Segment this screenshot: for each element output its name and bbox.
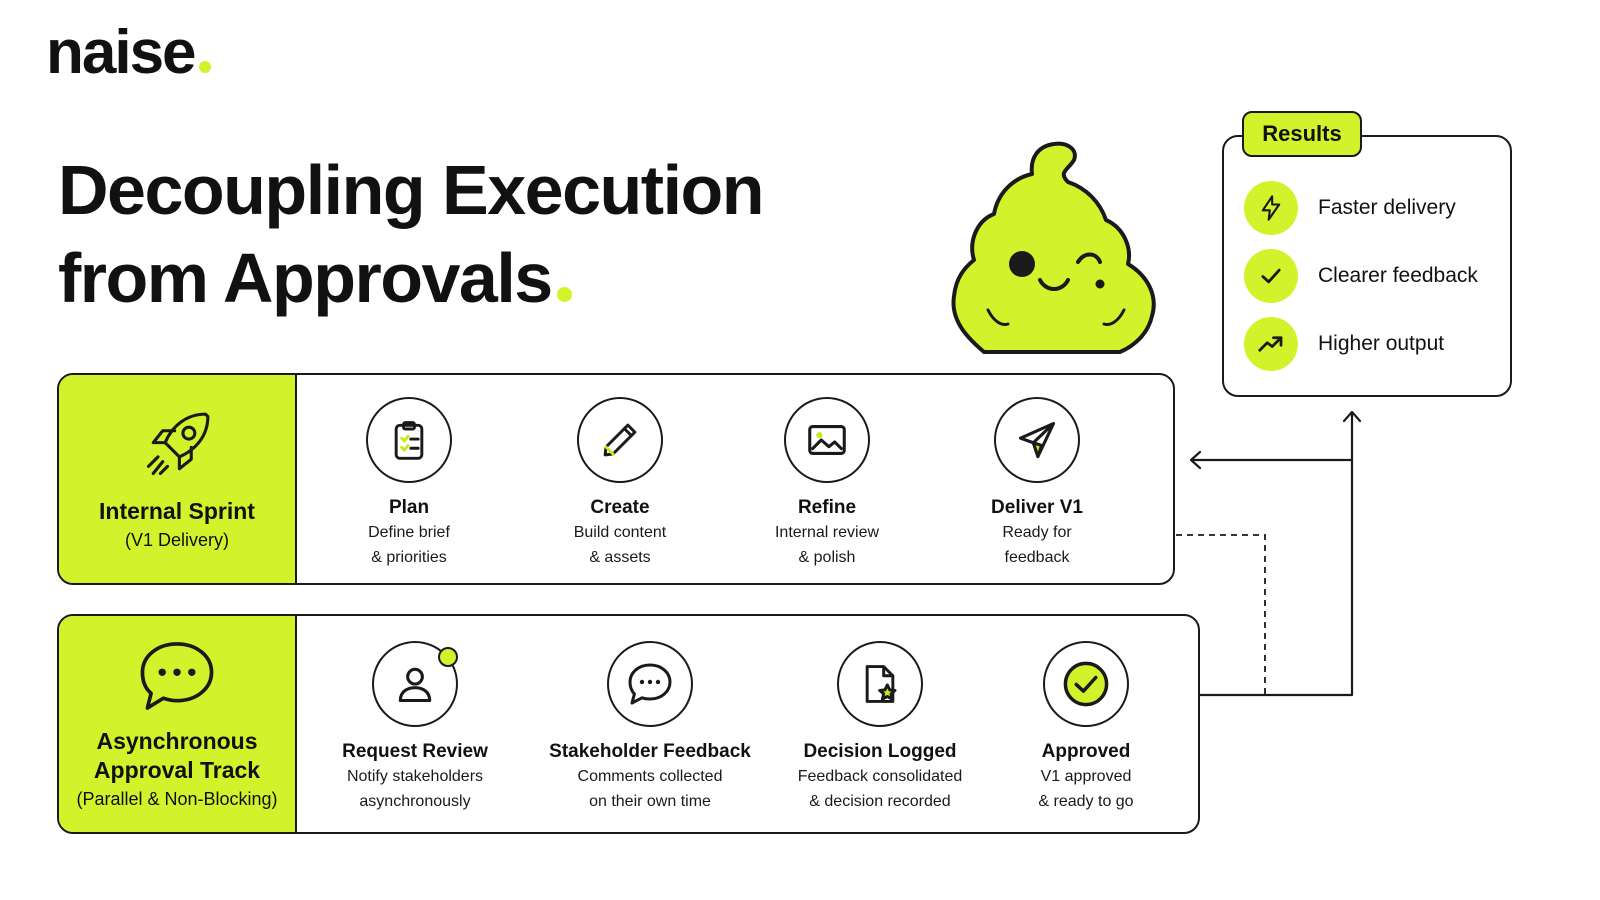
step-refine: Refine Internal review & polish bbox=[727, 397, 927, 569]
internal-sprint-label: Internal Sprint (V1 Delivery) bbox=[59, 375, 297, 583]
paper-plane-icon bbox=[994, 397, 1080, 483]
result-item-faster-delivery: Faster delivery bbox=[1244, 181, 1504, 235]
result-item-clearer-feedback: Clearer feedback bbox=[1244, 249, 1504, 303]
checkmark-icon bbox=[1244, 249, 1298, 303]
pencil-icon bbox=[577, 397, 663, 483]
notification-badge bbox=[438, 647, 458, 667]
results-tab: Results bbox=[1242, 111, 1362, 157]
step-desc-2: & assets bbox=[589, 549, 651, 566]
logo-dot bbox=[198, 61, 211, 73]
step-desc-1: Internal review bbox=[774, 524, 880, 541]
step-title: Create bbox=[590, 497, 650, 518]
mascot-illustration bbox=[951, 141, 1156, 354]
check-circle-icon bbox=[1043, 641, 1129, 727]
rocket-icon bbox=[146, 412, 210, 476]
step-desc-1: Notify stakeholders bbox=[346, 768, 484, 785]
step-desc-2: & priorities bbox=[371, 549, 447, 566]
internal-sprint-track: Internal Sprint (V1 Delivery) Plan Defin… bbox=[57, 373, 1175, 585]
line-approval-to-results bbox=[1198, 411, 1354, 697]
logo-text: naise bbox=[46, 18, 197, 87]
track-name-line-1: Asynchronous bbox=[96, 727, 258, 754]
step-stakeholder-feedback: Stakeholder Feedback Comments collected … bbox=[525, 641, 775, 813]
step-title: Refine bbox=[797, 497, 857, 518]
step-desc-1: Define brief bbox=[368, 524, 450, 541]
result-label: Clearer feedback bbox=[1318, 264, 1478, 287]
image-icon bbox=[784, 397, 870, 483]
step-deliver-v1: Deliver V1 Ready for feedback bbox=[937, 397, 1137, 569]
arrowhead-to-sprint bbox=[1189, 450, 1202, 470]
title-line-1: Decoupling Execution bbox=[58, 151, 765, 229]
step-title: Deliver V1 bbox=[991, 497, 1083, 518]
user-icon bbox=[372, 641, 458, 727]
approval-track-label: Asynchronous Approval Track (Parallel & … bbox=[59, 616, 297, 832]
title-line-2-text: from Approvals bbox=[58, 239, 553, 317]
lightning-icon bbox=[1244, 181, 1298, 235]
step-approved: Approved V1 approved & ready to go bbox=[986, 641, 1186, 813]
step-desc-1: Build content bbox=[573, 524, 667, 541]
approval-track: Asynchronous Approval Track (Parallel & … bbox=[57, 614, 1200, 834]
chat-icon bbox=[607, 641, 693, 727]
chat-bubble-icon bbox=[140, 641, 214, 710]
step-desc-2: feedback bbox=[1004, 549, 1070, 566]
step-desc-2: & polish bbox=[798, 549, 856, 566]
step-title: Request Review bbox=[342, 741, 488, 762]
result-label: Higher output bbox=[1318, 332, 1445, 355]
track-name: Internal Sprint bbox=[99, 498, 255, 524]
step-desc-2: asynchronously bbox=[359, 793, 471, 810]
clipboard-icon bbox=[366, 397, 452, 483]
step-title: Decision Logged bbox=[803, 741, 957, 762]
step-desc-2: on their own time bbox=[589, 793, 711, 810]
title-dot bbox=[556, 287, 572, 302]
track-subtitle: (V1 Delivery) bbox=[124, 530, 230, 550]
step-desc-1: Feedback consolidated bbox=[797, 768, 963, 785]
step-decision-logged: Decision Logged Feedback consolidated & … bbox=[765, 641, 995, 813]
logo: naise bbox=[46, 22, 211, 84]
step-plan: Plan Define brief & priorities bbox=[309, 397, 509, 569]
track-subtitle: (Parallel & Non-Blocking) bbox=[76, 788, 278, 809]
page-title: Decoupling Execution from Approvals bbox=[58, 146, 765, 322]
result-item-higher-output: Higher output bbox=[1244, 317, 1504, 371]
step-desc-1: Comments collected bbox=[577, 768, 723, 785]
step-create: Create Build content & assets bbox=[520, 397, 720, 569]
step-title: Stakeholder Feedback bbox=[549, 741, 751, 762]
result-label: Faster delivery bbox=[1318, 196, 1456, 219]
step-desc-2: & ready to go bbox=[1038, 793, 1134, 810]
step-desc-1: Ready for bbox=[1002, 524, 1072, 541]
track-name-line-2: Approval Track bbox=[93, 756, 261, 783]
arrowhead-to-results bbox=[1342, 410, 1362, 423]
step-title: Plan bbox=[388, 497, 430, 518]
step-desc-1: V1 approved bbox=[1040, 768, 1132, 785]
title-line-2: from Approvals bbox=[58, 234, 763, 322]
trend-up-icon bbox=[1244, 317, 1298, 371]
step-desc-2: & decision recorded bbox=[809, 793, 951, 810]
document-star-icon bbox=[837, 641, 923, 727]
step-request-review: Request Review Notify stakeholders async… bbox=[305, 641, 525, 813]
step-title: Approved bbox=[1041, 741, 1131, 762]
